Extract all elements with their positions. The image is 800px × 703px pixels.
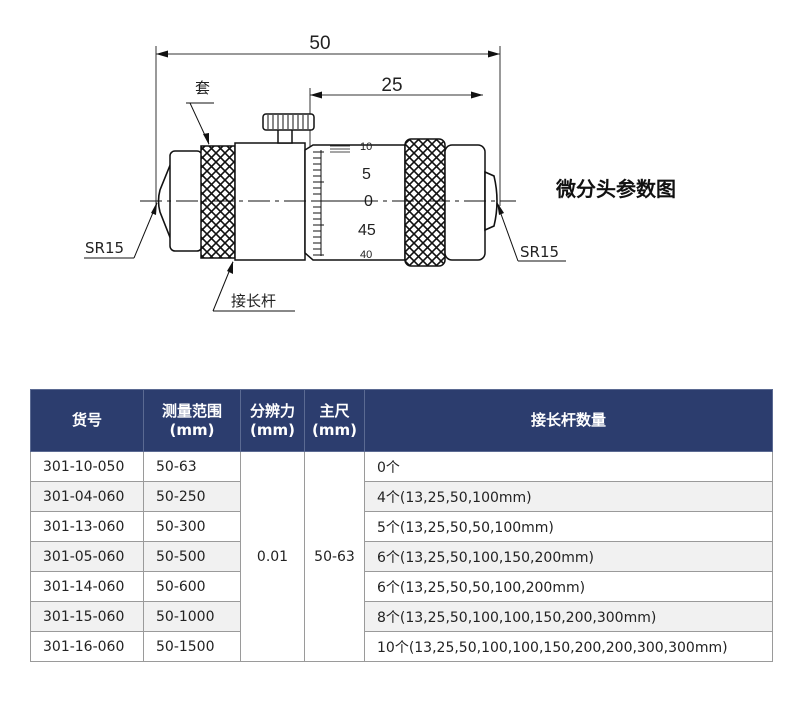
cell-item-no: 301-05-060 <box>30 541 144 572</box>
header-item-no: 货号 <box>30 389 144 452</box>
table-row: 301-15-060 50-1000 8个(13,25,50,100,100,1… <box>30 601 773 632</box>
sr-left-label: SR15 <box>85 239 124 257</box>
cell-range: 50-300 <box>143 511 241 542</box>
cell-rods: 6个(13,25,50,100,150,200mm) <box>364 541 773 572</box>
sr-right-label: SR15 <box>520 243 559 261</box>
head-dimension-label: 25 <box>381 75 402 96</box>
extension-rod-leader: 接长杆 <box>212 261 295 312</box>
diagram-title: 微分头参数图 <box>556 177 676 201</box>
overall-dimension: 50 <box>156 33 500 58</box>
sleeve-leader: 套 <box>186 79 214 145</box>
extension-rod-label: 接长杆 <box>231 292 276 310</box>
cell-range: 50-500 <box>143 541 241 572</box>
sleeve-knurl <box>200 145 236 259</box>
table-row: 301-05-060 50-500 6个(13,25,50,100,150,20… <box>30 541 773 572</box>
micrometer-body <box>157 113 498 267</box>
cell-item-no: 301-10-050 <box>30 451 144 482</box>
cell-rods: 10个(13,25,50,100,100,150,200,200,300,300… <box>364 631 773 662</box>
cell-resolution: 0.01 <box>240 451 305 662</box>
thimble-scale <box>313 145 360 256</box>
spec-table: 货号 测量范围(mm) 分辨力(mm) 主尺(mm) 接长杆数量 301-10-… <box>30 389 773 662</box>
header-main-scale: 主尺(mm) <box>304 389 365 452</box>
cell-range: 50-1500 <box>143 631 241 662</box>
cell-rods: 4个(13,25,50,100mm) <box>364 481 773 512</box>
sr-right-leader: SR15 <box>496 202 566 262</box>
cell-range: 50-1000 <box>143 601 241 632</box>
scale-45: 45 <box>358 222 376 239</box>
table-row: 301-14-060 50-600 6个(13,25,50,50,100,200… <box>30 571 773 602</box>
cell-item-no: 301-16-060 <box>30 631 144 662</box>
sr-left-leader: SR15 <box>84 202 158 259</box>
cell-item-no: 301-14-060 <box>30 571 144 602</box>
scale-5: 5 <box>362 166 371 183</box>
cell-range: 50-250 <box>143 481 241 512</box>
header-rod-count: 接长杆数量 <box>364 389 773 452</box>
table-row: 301-16-060 50-1500 10个(13,25,50,100,100,… <box>30 631 773 662</box>
cell-item-no: 301-13-060 <box>30 511 144 542</box>
cell-item-no: 301-15-060 <box>30 601 144 632</box>
table-row: 301-10-050 50-63 0.01 50-63 0个 <box>30 451 773 662</box>
ratchet-knurl <box>404 138 446 267</box>
cell-rods: 0个 <box>364 451 773 482</box>
cell-main-scale: 50-63 <box>304 451 365 662</box>
header-resolution: 分辨力(mm) <box>240 389 305 452</box>
cell-rods: 8个(13,25,50,100,100,150,200,300mm) <box>364 601 773 632</box>
cell-rods: 6个(13,25,50,50,100,200mm) <box>364 571 773 602</box>
scale-40: 40 <box>360 249 372 261</box>
head-dimension: 25 <box>310 75 483 99</box>
table-header-row: 货号 测量范围(mm) 分辨力(mm) 主尺(mm) 接长杆数量 <box>30 389 773 452</box>
scale-10: 10 <box>360 141 372 153</box>
header-range: 测量范围(mm) <box>143 389 241 452</box>
overall-dimension-label: 50 <box>309 33 330 54</box>
cell-rods: 5个(13,25,50,50,100mm) <box>364 511 773 542</box>
micrometer-head-diagram: 50 25 10 5 0 4 <box>84 33 566 312</box>
sleeve-label: 套 <box>195 79 210 97</box>
table-row: 301-04-060 50-250 4个(13,25,50,100mm) <box>30 481 773 512</box>
cell-item-no: 301-04-060 <box>30 481 144 512</box>
table-row: 301-13-060 50-300 5个(13,25,50,50,100mm) <box>30 511 773 542</box>
cell-range: 50-600 <box>143 571 241 602</box>
cell-range: 50-63 <box>143 451 241 482</box>
